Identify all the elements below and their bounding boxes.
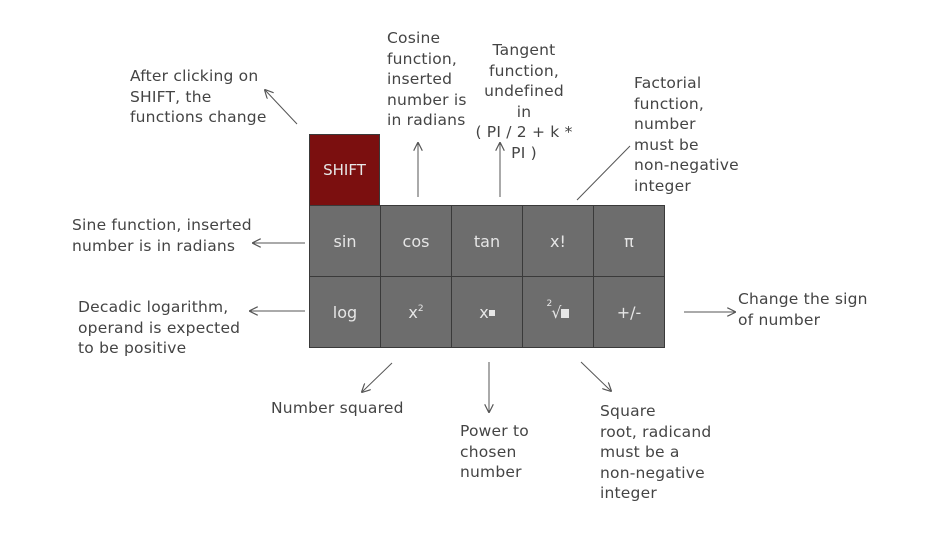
power-base: x bbox=[479, 302, 489, 322]
sign-button[interactable]: +/- bbox=[594, 277, 664, 347]
sqrt-arrow bbox=[580, 361, 611, 391]
factorial-note: Factorial function, number must be non-n… bbox=[634, 74, 739, 195]
sin-button[interactable]: sin bbox=[310, 206, 380, 276]
square-base: x bbox=[408, 302, 418, 322]
shift-note: After clicking on SHIFT, the functions c… bbox=[130, 67, 267, 126]
squared-note: Number squared bbox=[271, 399, 404, 417]
tan-note: Tangent function, undefined in ( PI / 2 … bbox=[475, 41, 573, 162]
root-index: 2 bbox=[546, 298, 553, 309]
shift-arrow bbox=[265, 90, 298, 125]
sign-note: Change the sign of number bbox=[738, 290, 868, 329]
squared-arrow bbox=[362, 362, 393, 392]
pi-button[interactable]: π bbox=[594, 206, 664, 276]
cos-button[interactable]: cos bbox=[381, 206, 451, 276]
factorial-arrow bbox=[576, 145, 631, 201]
exponent-placeholder-icon bbox=[488, 310, 495, 316]
square-exponent: 2 bbox=[417, 304, 424, 314]
log-button[interactable]: log bbox=[310, 277, 380, 347]
sin-note: Sine function, inserted number is in rad… bbox=[72, 216, 252, 255]
factorial-button[interactable]: x! bbox=[523, 206, 593, 276]
radicand-placeholder-icon bbox=[561, 308, 570, 318]
square-root-button[interactable]: 2 √ bbox=[523, 277, 593, 347]
root-sign: √ bbox=[551, 302, 562, 322]
sqrt-note: Square root, radicand must be a non-nega… bbox=[600, 402, 712, 502]
cos-note: Cosine function, inserted number is in r… bbox=[387, 29, 467, 129]
power-note: Power to chosen number bbox=[460, 422, 529, 481]
log-note: Decadic logarithm, operand is expected t… bbox=[78, 298, 241, 357]
power-button[interactable]: x bbox=[452, 277, 522, 347]
shift-button[interactable]: SHIFT bbox=[309, 134, 380, 205]
tan-button[interactable]: tan bbox=[452, 206, 522, 276]
